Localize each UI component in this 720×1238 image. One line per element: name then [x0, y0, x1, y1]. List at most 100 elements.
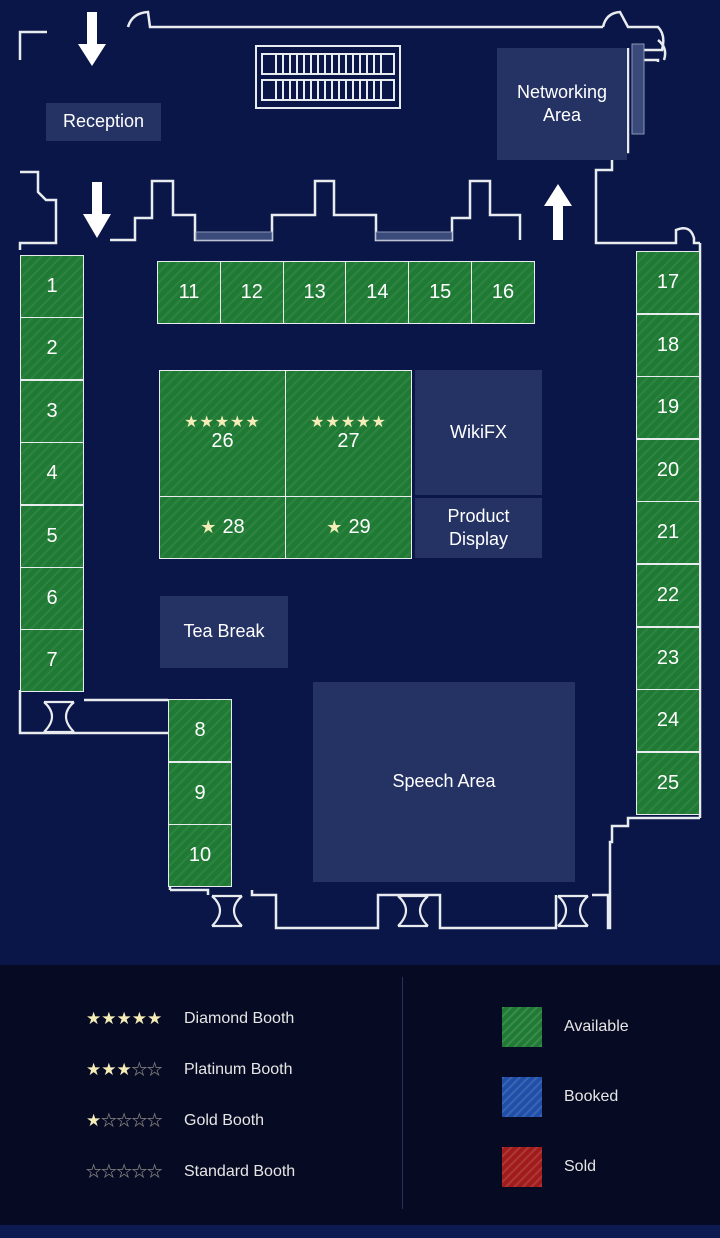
booth-content: 15 [429, 282, 451, 303]
booth-number: 25 [656, 771, 680, 794]
door-icon [211, 894, 243, 928]
booth-15[interactable]: 15 [408, 261, 473, 324]
booth-29[interactable]: ★29 [285, 496, 412, 559]
booth-content: 24 [657, 710, 679, 731]
booth-21[interactable]: 21 [636, 501, 700, 565]
booth-12[interactable]: 12 [219, 261, 284, 324]
booth-23[interactable]: 23 [636, 626, 700, 690]
booth-20[interactable]: 20 [636, 438, 700, 502]
booth-6[interactable]: 6 [20, 567, 84, 630]
status-label: Booked [564, 1088, 619, 1105]
footer-strip [0, 1225, 720, 1238]
booth-content: 8 [194, 720, 205, 741]
arrow-down-icon [78, 12, 106, 66]
booth-content: 9 [194, 781, 206, 804]
booth-content: 1 [46, 276, 57, 297]
booth-content: 5 [46, 524, 58, 547]
booth-content: 17 [657, 272, 679, 293]
booth-3[interactable]: 3 [20, 379, 84, 443]
booth-11[interactable]: 11 [157, 261, 221, 324]
status-swatch [502, 1147, 542, 1187]
booth-number: 14 [366, 281, 389, 303]
tea-break-zone: Tea Break [160, 596, 288, 668]
status-label: Available [564, 1018, 629, 1035]
booth-28[interactable]: ★28 [159, 496, 286, 559]
booth-number: 1 [46, 275, 58, 297]
legend-tier-row: ★★★★★ Platinum Booth [86, 1060, 293, 1080]
legend-divider [402, 977, 403, 1209]
legend-tier-row: ★★★★★Gold Booth [86, 1111, 264, 1131]
networking-area-zone: Networking Area [497, 48, 627, 160]
booth-14[interactable]: 14 [345, 261, 410, 324]
booth-27[interactable]: ★★★★★27 [285, 370, 412, 497]
booth-7[interactable]: 7 [20, 629, 84, 693]
speech-area-label: Speech Area [392, 771, 496, 792]
tier-label: Platinum Booth [184, 1061, 293, 1078]
arrow-up-icon [544, 184, 572, 240]
booth-9[interactable]: 9 [168, 761, 232, 825]
booth-number: 16 [491, 281, 515, 303]
booth-number: 5 [46, 524, 58, 547]
booth-13[interactable]: 13 [282, 261, 347, 324]
booth-number: 6 [46, 587, 58, 609]
escalator-icon [255, 45, 401, 109]
door-icon [397, 894, 429, 928]
booth-content: 3 [46, 400, 57, 422]
reception-zone: Reception [46, 103, 161, 141]
wikifx-label: WikiFX [450, 421, 507, 442]
booth-number: 7 [46, 649, 58, 672]
status-swatch [502, 1007, 542, 1047]
booth-content: 11 [179, 282, 200, 303]
booth-number: 15 [429, 281, 452, 303]
booth-content: 6 [46, 588, 57, 609]
booth-number: 19 [656, 396, 680, 419]
arrow-down-icon [83, 182, 111, 238]
floor-walls [18, 10, 702, 930]
booth-17[interactable]: 17 [636, 251, 700, 314]
booth-1[interactable]: 1 [20, 255, 84, 318]
booth-number: 2 [46, 337, 58, 360]
tier-label: Gold Booth [184, 1112, 265, 1129]
booth-content: ★★★★★26 [184, 413, 261, 453]
booth-content: ★28 [200, 517, 244, 538]
booth-stars: ★★★★★ [184, 413, 261, 431]
booth-8[interactable]: 8 [168, 699, 232, 762]
booth-number: 29 [348, 516, 371, 538]
booth-number: 11 [178, 281, 200, 303]
booth-18[interactable]: 18 [636, 313, 700, 377]
booth-26[interactable]: ★★★★★26 [159, 370, 286, 497]
booth-content: 2 [46, 338, 57, 359]
booth-stars: ★★★★★ [310, 413, 387, 431]
booth-number: 17 [656, 271, 680, 293]
booth-content: 19 [657, 397, 679, 418]
tea-break-label: Tea Break [183, 621, 265, 642]
booth-10[interactable]: 10 [168, 824, 232, 888]
booth-content: 14 [366, 282, 388, 303]
booth-25[interactable]: 25 [636, 751, 700, 815]
booth-content: 25 [656, 771, 680, 794]
booth-content: 18 [657, 334, 679, 356]
booth-5[interactable]: 5 [20, 504, 84, 568]
booth-24[interactable]: 24 [636, 689, 700, 753]
booth-4[interactable]: 4 [20, 442, 84, 506]
booth-19[interactable]: 19 [636, 376, 700, 440]
legend-status-row: Available [502, 1007, 629, 1047]
booth-number: 27 [337, 430, 360, 453]
booth-content: 13 [303, 282, 325, 303]
product-display-label: Product Display [447, 505, 510, 549]
tier-stars-icon: ★★★★★ [86, 1162, 163, 1182]
booth-number: 26 [211, 430, 234, 453]
door-icon [557, 894, 589, 928]
booth-content: 23 [657, 647, 679, 669]
booth-content: 16 [492, 282, 514, 303]
speech-area-zone: Speech Area [313, 682, 575, 882]
booth-22[interactable]: 22 [636, 564, 700, 627]
tier-stars-icon: ★★★★★ [86, 1060, 163, 1080]
product-display-zone: Product Display [415, 498, 542, 558]
booth-16[interactable]: 16 [471, 261, 535, 324]
booth-content: ★29 [326, 517, 370, 538]
booth-2[interactable]: 2 [20, 317, 84, 381]
booth-number: 9 [194, 781, 206, 804]
legend-tier-row: ★★★★★Standard Booth [86, 1162, 296, 1182]
booth-number: 12 [240, 281, 263, 303]
